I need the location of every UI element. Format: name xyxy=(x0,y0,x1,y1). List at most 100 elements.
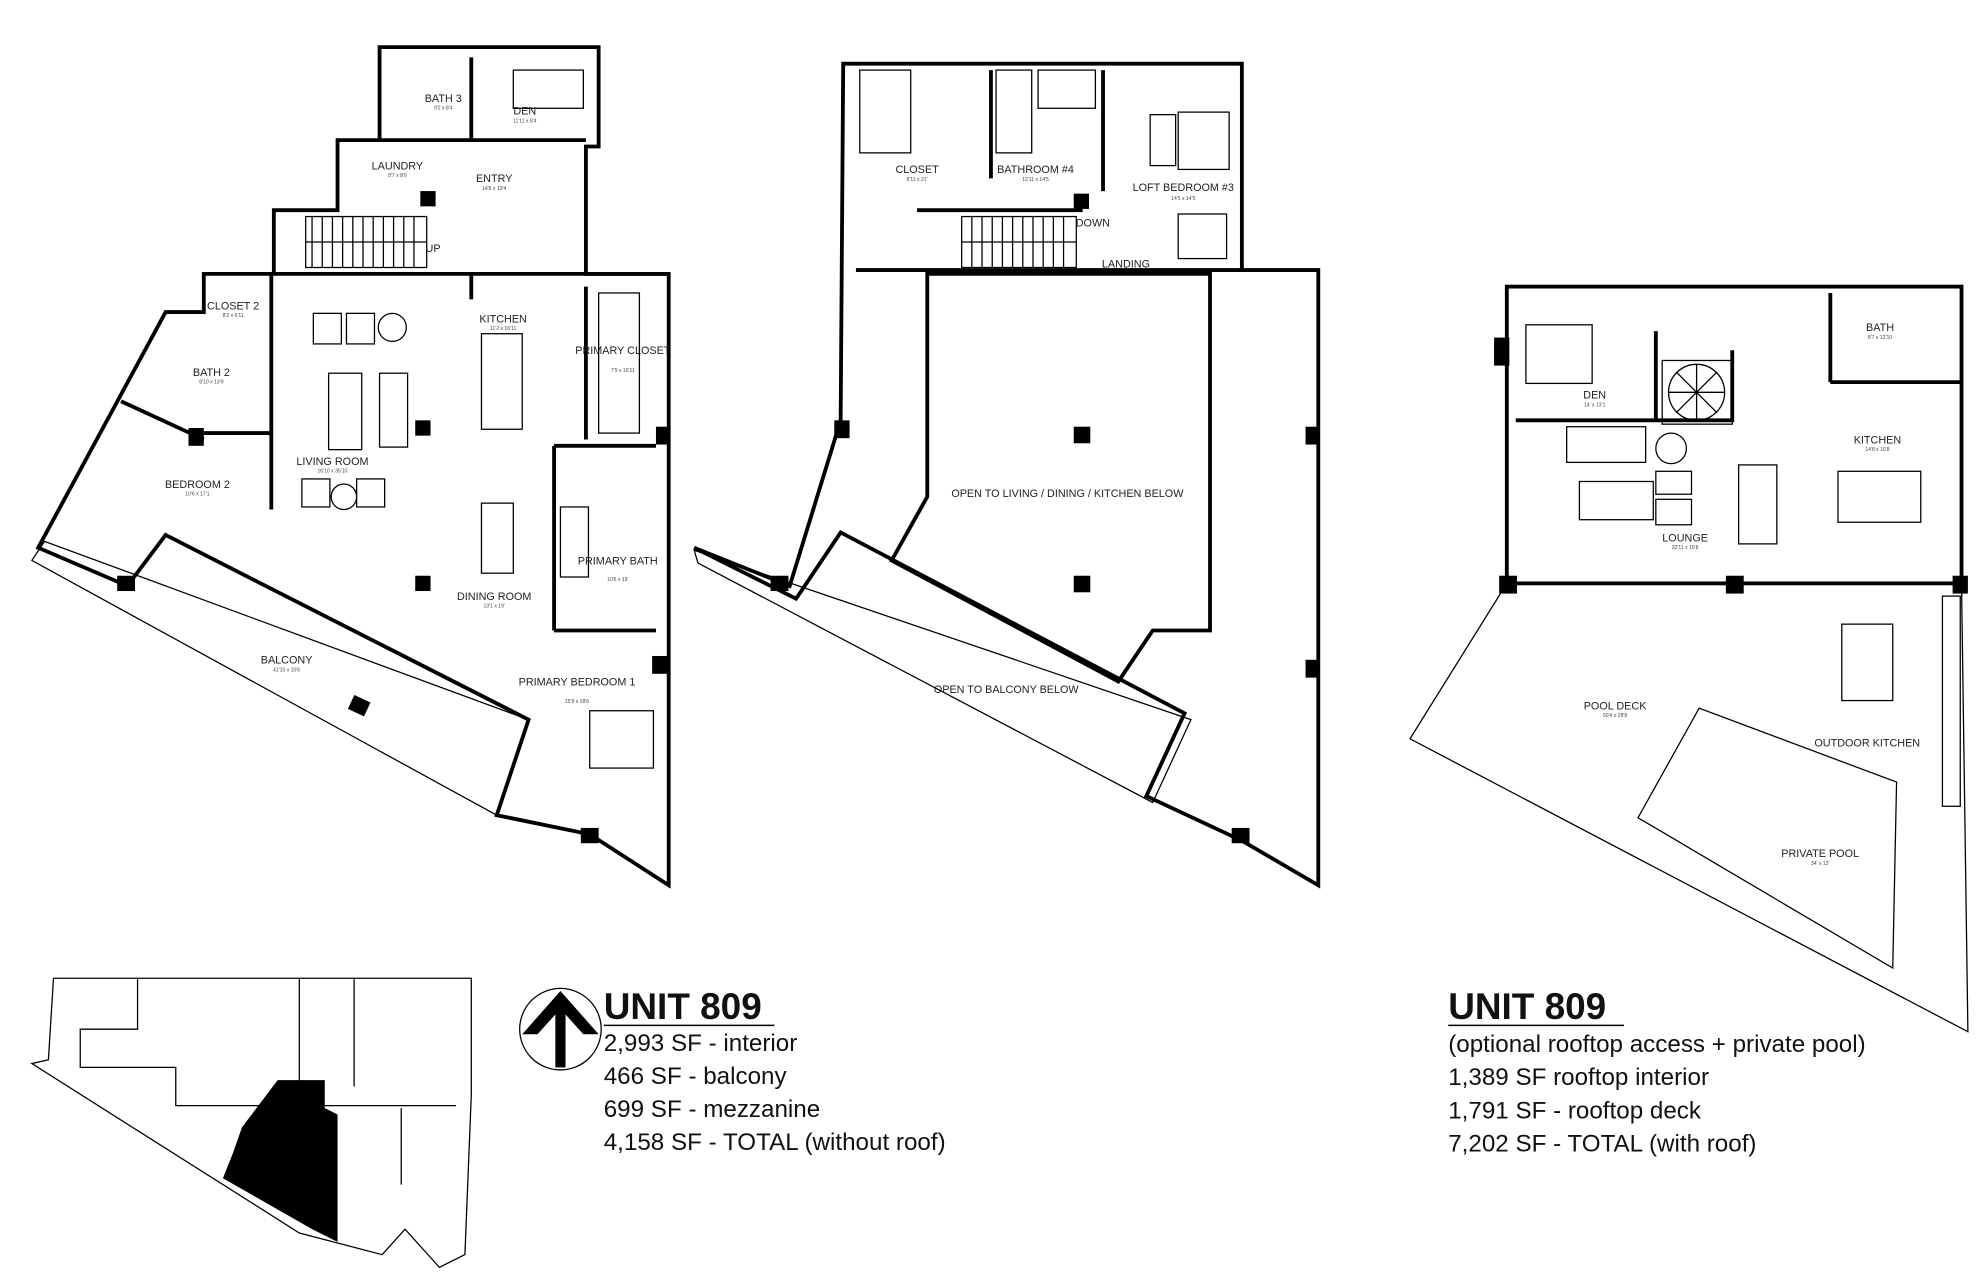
column xyxy=(580,827,599,844)
column xyxy=(415,420,431,436)
room-label: OUTDOOR KITCHEN xyxy=(1814,737,1920,749)
room-label: POOL DECK xyxy=(1584,700,1647,712)
room-label: BEDROOM 2 xyxy=(165,479,230,491)
room-dims: 34' x 13' xyxy=(1811,861,1830,867)
column xyxy=(1305,659,1319,678)
room-dims: 41'10 x 10'6 xyxy=(273,667,300,673)
furniture xyxy=(1525,324,1922,702)
room-label: BATH xyxy=(1866,322,1894,334)
column xyxy=(415,575,431,592)
stair xyxy=(961,215,1077,269)
area-line: (optional rooftop access + private pool) xyxy=(1448,1031,1865,1058)
column xyxy=(1073,193,1090,209)
building-outline xyxy=(30,977,472,1269)
area-line: 699 SF - mezzanine xyxy=(604,1096,820,1123)
column xyxy=(1499,575,1517,594)
room-dims: 50'4 x 28'8 xyxy=(1603,713,1627,719)
spiral-stair xyxy=(1661,359,1733,425)
room-label: BATH 3 xyxy=(425,93,462,105)
unit-title: UNIT 809 xyxy=(1448,986,1606,1027)
room-label: LOUNGE xyxy=(1662,532,1708,544)
column xyxy=(1305,426,1319,445)
open-to-balcony-label: OPEN TO BALCONY BELOW xyxy=(934,684,1080,696)
mezzanine-plan: DOWN CLOSET 8'11 x 21' BATHROOM #4 12'11… xyxy=(693,61,1321,889)
area-line: 466 SF - balcony xyxy=(604,1063,788,1090)
room-label: DEN xyxy=(513,106,536,118)
room-dims: 11'2 x 16'11 xyxy=(490,326,516,332)
room-label: KITCHEN xyxy=(1854,434,1901,446)
key-plan xyxy=(30,977,472,1269)
room-dims: 8'2 x 6'11 xyxy=(223,313,244,319)
column xyxy=(1952,575,1968,594)
room-dims: 8'7 x 12'10 xyxy=(1868,335,1892,341)
room-dims: 14'8 x 13'4 xyxy=(482,186,506,192)
area-line: 7,202 SF - TOTAL (with roof) xyxy=(1448,1130,1756,1157)
area-line: 1,791 SF - rooftop deck xyxy=(1448,1097,1702,1124)
outdoor-counter xyxy=(1941,595,1961,807)
room-label: CLOSET 2 xyxy=(207,301,259,313)
lower-level-outline xyxy=(35,45,671,889)
room-labels: DEN 14' x 13'1 BATH 8'7 x 12'10 KITCHEN … xyxy=(1583,322,1920,867)
summary-main: UNIT 809 2,993 SF - interior 466 SF - ba… xyxy=(604,986,946,1156)
column xyxy=(770,575,789,592)
room-dims: 14'8 x 16'8 xyxy=(1865,447,1889,453)
room-label: ENTRY xyxy=(476,173,512,185)
room-label: DINING ROOM xyxy=(457,591,531,603)
room-dims: 8'10 x 13'9 xyxy=(199,379,223,385)
room-label: PRIMARY BATH xyxy=(578,555,658,567)
area-line: 4,158 SF - TOTAL (without roof) xyxy=(604,1129,946,1156)
rooftop-plan: DEN 14' x 13'1 BATH 8'7 x 12'10 KITCHEN … xyxy=(1409,284,1969,1033)
room-labels: BATH 3 9'2 x 8'4 DEN 11'11 x 8'4 LAUNDRY… xyxy=(165,93,671,705)
room-label: PRIMARY CLOSET xyxy=(575,345,671,357)
column xyxy=(834,420,850,439)
open-to-balcony-area xyxy=(693,549,1192,804)
open-to-below-void xyxy=(888,271,1212,684)
room-dims: 8'7 x 8'9 xyxy=(388,173,407,179)
room-dims: 9'2 x 8'4 xyxy=(434,106,453,112)
pool-deck-outline xyxy=(1409,582,1969,1033)
room-label: BALCONY xyxy=(261,655,313,667)
furniture xyxy=(301,69,655,769)
room-label: BATH 2 xyxy=(193,367,230,379)
area-line: 1,389 SF rooftop interior xyxy=(1448,1064,1709,1091)
column xyxy=(1073,426,1091,444)
room-dims: 14'5 x 14'5 xyxy=(1171,196,1195,202)
room-label: PRIVATE POOL xyxy=(1781,848,1859,860)
room-dims: 16'10 x 35'10 xyxy=(317,469,347,475)
room-label: PRIMARY BEDROOM 1 xyxy=(519,676,636,688)
column xyxy=(652,655,668,674)
room-dims: 11'11 x 8'4 xyxy=(513,118,537,124)
column xyxy=(347,694,371,717)
open-to-below-label: OPEN TO LIVING / DINING / KITCHEN BELOW xyxy=(951,488,1184,500)
column xyxy=(1231,827,1250,844)
column xyxy=(188,427,204,446)
room-dims: 8'11 x 21' xyxy=(907,177,928,183)
furniture xyxy=(859,69,1230,260)
stair-label-down: DOWN xyxy=(1076,218,1110,230)
column xyxy=(655,426,669,445)
area-line: 2,993 SF - interior xyxy=(604,1030,798,1057)
room-dims: 14' x 13'1 xyxy=(1584,402,1606,408)
room-label: LANDING xyxy=(1102,258,1150,270)
room-label: LIVING ROOM xyxy=(296,456,368,468)
room-dims: 15'9 x 18'6 xyxy=(565,699,589,705)
room-labels: CLOSET 8'11 x 21' BATHROOM #4 12'11 x 14… xyxy=(895,164,1234,696)
unit-title: UNIT 809 xyxy=(604,986,762,1027)
summary-roof: UNIT 809 (optional rooftop access + priv… xyxy=(1448,986,1865,1157)
room-label: CLOSET xyxy=(895,164,939,176)
room-label: LAUNDRY xyxy=(372,160,423,172)
private-pool-outline xyxy=(1637,707,1898,970)
stair xyxy=(305,215,428,269)
room-dims: 12'11 x 14'5 xyxy=(1022,177,1049,183)
room-label: DEN xyxy=(1583,390,1606,402)
lower-level-plan: UP BATH 3 9'2 x 8'4 xyxy=(30,45,671,889)
unit-809-highlight xyxy=(222,1080,338,1242)
column xyxy=(1073,575,1091,593)
column xyxy=(1494,337,1510,366)
column xyxy=(117,575,136,592)
column xyxy=(420,191,436,207)
stair-label-up: UP xyxy=(426,243,441,255)
room-dims: 13'1 x 19' xyxy=(483,604,504,610)
room-label: BATHROOM #4 xyxy=(997,164,1074,176)
